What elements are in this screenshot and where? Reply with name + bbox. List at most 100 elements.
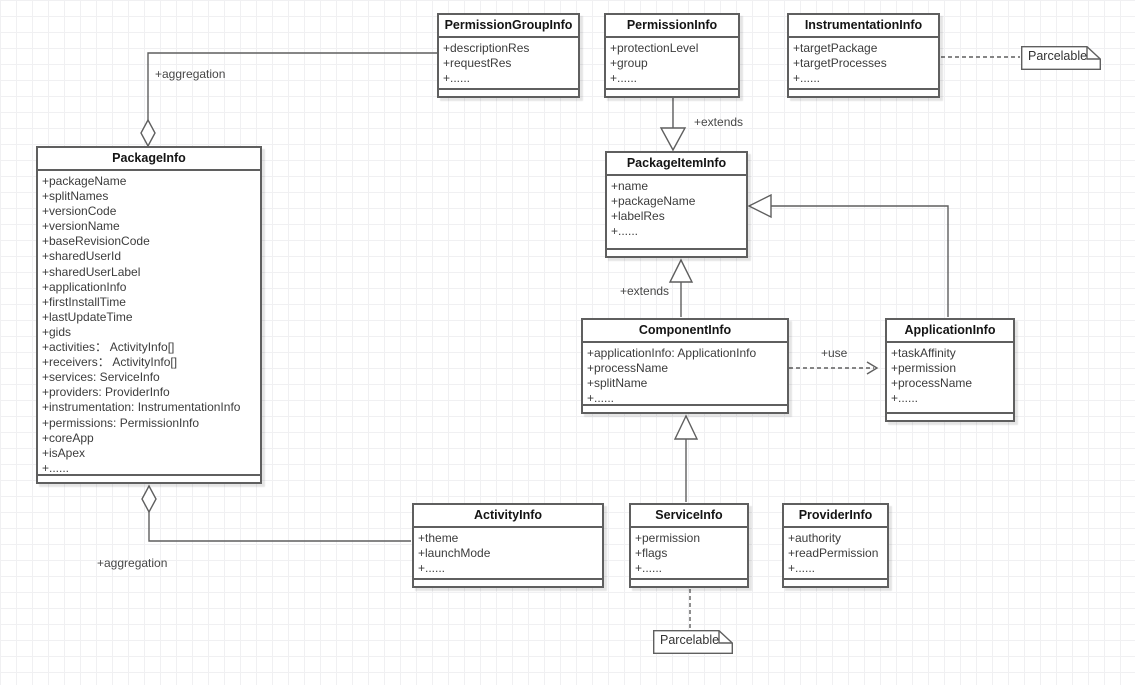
attribute: +name — [611, 179, 649, 193]
note-shape-icon — [1021, 46, 1101, 70]
class-methods-compartment — [583, 404, 787, 412]
edge-extends-serviceinfo-componentinfo[interactable] — [673, 414, 699, 502]
attribute: +sharedUserId — [42, 249, 122, 264]
attribute: +applicationInfo: ApplicationInfo — [587, 346, 757, 360]
edge-extends-applicationinfo-packageiteminfo[interactable] — [747, 193, 949, 317]
attribute: +protectionLevel — [610, 41, 699, 55]
class-package-item-info[interactable]: PackageItemInfo +name +packageName +labe… — [605, 151, 748, 258]
attribute: +...... — [610, 71, 638, 86]
class-methods-compartment — [607, 248, 746, 256]
attribute: +activities： ActivityInfo[] — [42, 340, 175, 355]
edge-use-componentinfo-applicationinfo[interactable] — [789, 361, 879, 375]
class-title: PermissionInfo — [606, 15, 738, 38]
class-permission-group-info[interactable]: PermissionGroupInfo +descriptionRes +req… — [437, 13, 580, 98]
class-methods-compartment — [784, 578, 887, 586]
edge-extends-componentinfo-packageiteminfo[interactable] — [668, 258, 694, 317]
attribute: +lastUpdateTime — [42, 309, 133, 324]
class-methods-compartment — [631, 578, 747, 586]
class-title: PermissionGroupInfo — [439, 15, 578, 38]
class-attributes: +theme +launchMode +...... — [414, 528, 602, 578]
attribute: +processName — [891, 376, 973, 391]
class-service-info[interactable]: ServiceInfo +permission +flags +...... — [629, 503, 749, 588]
attribute: +taskAffinity — [891, 346, 956, 360]
note-shape-icon — [653, 630, 733, 654]
attribute: +descriptionRes — [443, 41, 530, 55]
class-title: PackageItemInfo — [607, 153, 746, 176]
edge-extends-permissioninfo-packageiteminfo[interactable] — [659, 98, 687, 152]
attribute: +launchMode — [418, 546, 491, 561]
attribute: +applicationInfo — [42, 279, 127, 294]
class-methods-compartment — [38, 474, 260, 482]
attribute: +readPermission — [788, 546, 879, 561]
attribute: +labelRes — [611, 209, 665, 224]
class-title: ServiceInfo — [631, 505, 747, 528]
attribute: +gids — [42, 324, 72, 339]
attribute: +versionCode — [42, 204, 117, 219]
class-title: ApplicationInfo — [887, 320, 1013, 343]
class-attributes: +applicationInfo: ApplicationInfo +proce… — [583, 343, 787, 404]
attribute: +isApex — [42, 445, 86, 460]
attribute: +packageName — [42, 174, 127, 188]
class-attributes: +taskAffinity +permission +processName +… — [887, 343, 1013, 412]
note-text: Parcelable — [1028, 49, 1088, 63]
class-instrumentation-info[interactable]: InstrumentationInfo +targetPackage +targ… — [787, 13, 940, 98]
class-title: ProviderInfo — [784, 505, 887, 528]
class-methods-compartment — [414, 578, 602, 586]
attribute: +requestRes — [443, 56, 512, 71]
edge-label-extends-top: +extends — [694, 115, 744, 129]
class-provider-info[interactable]: ProviderInfo +authority +readPermission … — [782, 503, 889, 588]
class-activity-info[interactable]: ActivityInfo +theme +launchMode +...... — [412, 503, 604, 588]
attribute: +authority — [788, 531, 842, 545]
attribute: +permission — [635, 531, 701, 545]
edge-label-extends-mid: +extends — [620, 284, 670, 298]
attribute: +theme — [418, 531, 459, 545]
attribute: +...... — [587, 391, 615, 404]
edge-label-aggregation-top: +aggregation — [155, 67, 226, 81]
attribute: +...... — [788, 561, 816, 576]
attribute: +...... — [635, 561, 663, 576]
attribute: +...... — [42, 460, 70, 474]
attribute: +permission — [891, 361, 957, 376]
note-parcelable-top[interactable]: Parcelable — [1021, 46, 1101, 70]
attribute: +services: ServiceInfo — [42, 370, 160, 385]
attribute: +splitName — [587, 376, 648, 391]
class-attributes: +packageName +splitNames +versionCode +v… — [38, 171, 260, 474]
attribute: +providers: ProviderInfo — [42, 385, 170, 400]
class-attributes: +protectionLevel +group +...... — [606, 38, 738, 88]
class-package-info[interactable]: PackageInfo +packageName +splitNames +ve… — [36, 146, 262, 484]
class-component-info[interactable]: ComponentInfo +applicationInfo: Applicat… — [581, 318, 789, 414]
class-title: InstrumentationInfo — [789, 15, 938, 38]
attribute: +firstInstallTime — [42, 294, 126, 309]
class-application-info[interactable]: ApplicationInfo +taskAffinity +permissio… — [885, 318, 1015, 422]
attribute: +flags — [635, 546, 668, 561]
class-title: ActivityInfo — [414, 505, 602, 528]
class-title: PackageInfo — [38, 148, 260, 171]
class-methods-compartment — [439, 88, 578, 96]
attribute: +baseRevisionCode — [42, 234, 150, 249]
edge-label-use: +use — [821, 346, 848, 360]
class-methods-compartment — [789, 88, 938, 96]
attribute: +processName — [587, 361, 669, 376]
edge-aggregation-activityinfo-packageinfo[interactable] — [141, 484, 411, 542]
class-attributes: +permission +flags +...... — [631, 528, 747, 578]
attribute: +...... — [418, 561, 446, 576]
attribute: +...... — [611, 224, 639, 239]
class-permission-info[interactable]: PermissionInfo +protectionLevel +group +… — [604, 13, 740, 98]
class-attributes: +descriptionRes +requestRes +...... — [439, 38, 578, 88]
note-text: Parcelable — [660, 633, 720, 647]
attribute: +permissions: PermissionInfo — [42, 415, 200, 430]
attribute: +receivers： ActivityInfo[] — [42, 355, 178, 370]
attribute: +sharedUserLabel — [42, 264, 141, 279]
class-attributes: +authority +readPermission +...... — [784, 528, 887, 578]
class-attributes: +targetPackage +targetProcesses +...... — [789, 38, 938, 88]
class-title: ComponentInfo — [583, 320, 787, 343]
attribute: +packageName — [611, 194, 696, 209]
class-methods-compartment — [887, 412, 1013, 420]
attribute: +...... — [891, 391, 919, 406]
attribute: +targetPackage — [793, 41, 878, 55]
note-parcelable-bottom[interactable]: Parcelable — [653, 630, 733, 654]
edge-label-aggregation-bottom: +aggregation — [97, 556, 168, 570]
attribute: +...... — [793, 71, 821, 86]
attribute: +versionName — [42, 219, 120, 234]
